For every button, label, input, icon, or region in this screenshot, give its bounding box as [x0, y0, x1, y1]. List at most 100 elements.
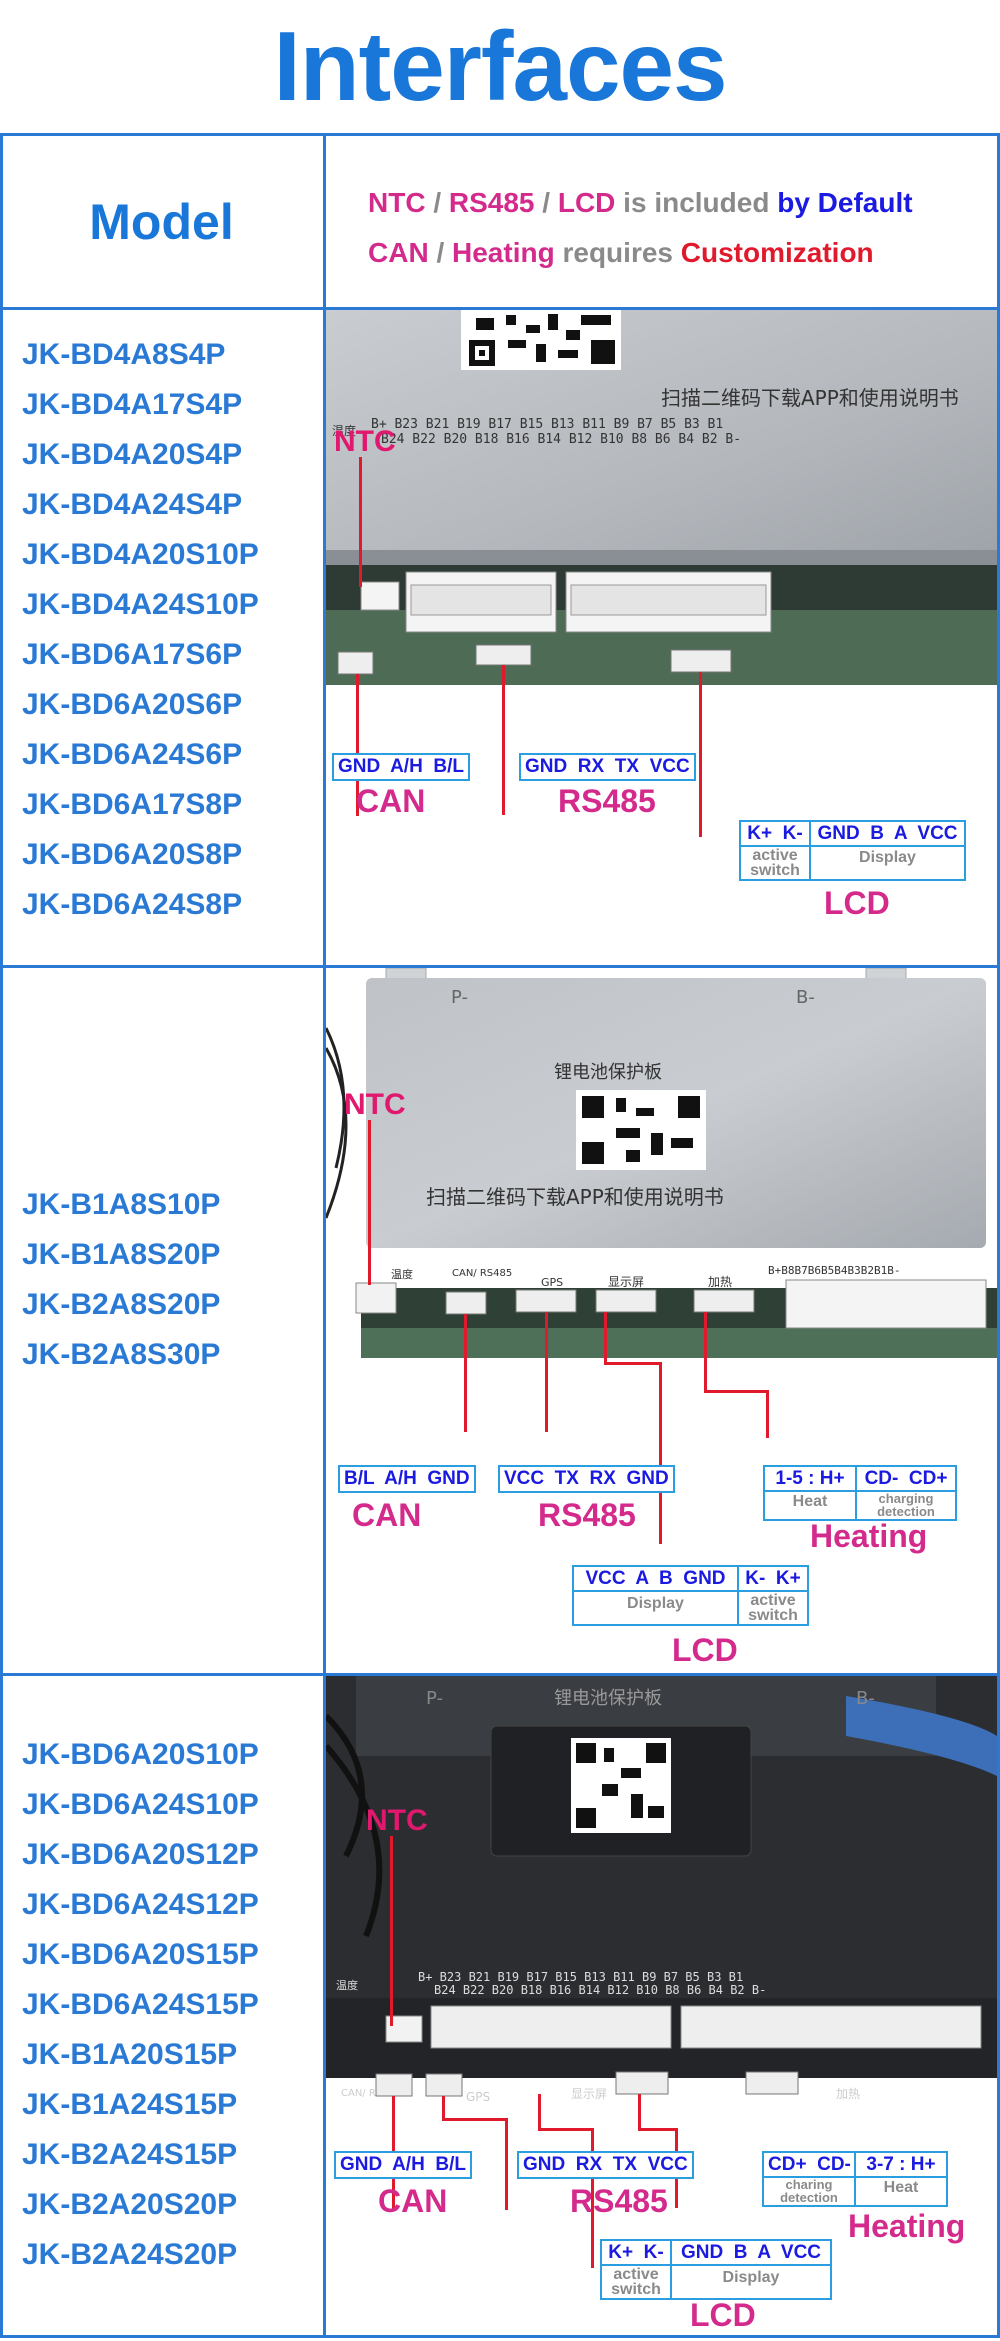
- b-minus-label: B-: [796, 987, 815, 1008]
- heating-pointer: [638, 2094, 641, 2130]
- board-pins-bottom: B24 B22 B20 B18 B16 B14 B12 B10 B8 B6 B4…: [434, 1983, 766, 1997]
- board-photo-3: P- B- 锂电池保护板 温度 B+ B23 B21 B19 B17 B15 B…: [326, 1676, 997, 2335]
- legend-customization: Customization: [680, 237, 874, 268]
- lcd-switch-sub: active: [752, 847, 798, 864]
- lcd-switch-sub: switch: [611, 2281, 661, 2298]
- board-temp-label: 温度: [391, 1267, 413, 1281]
- legend-text: is included: [615, 187, 778, 218]
- lcd-pointer: [538, 2128, 594, 2131]
- model-name: JK-BD6A24S10P: [22, 1788, 259, 1821]
- lcd-pointer: [699, 672, 702, 837]
- heat-cell: 1-5 : H+Heat: [765, 1467, 857, 1519]
- lcd-switch-sub: active: [750, 1592, 796, 1609]
- can-label: CAN: [352, 1497, 422, 1533]
- model-name: JK-B2A20S20P: [22, 2188, 238, 2221]
- ntc-connector: [360, 581, 400, 611]
- charge-sub: charing: [785, 2177, 833, 2192]
- aluminum-case: [326, 310, 997, 560]
- can-port: [445, 1291, 487, 1315]
- model-list-1: JK-BD4A8S4P JK-BD4A17S4P JK-BD4A20S4P JK…: [22, 330, 259, 930]
- b-minus-label: B-: [856, 1688, 875, 1709]
- qr-code: [571, 1738, 671, 1833]
- port-display-label: 显示屏: [608, 1275, 644, 1289]
- column-divider: [323, 133, 326, 2338]
- table-border-right: [997, 133, 1000, 2338]
- lcd-pointer: [538, 2094, 541, 2130]
- heating-pointer: [766, 1390, 769, 1438]
- legend-sep: /: [428, 237, 453, 268]
- lcd-switch-sub: switch: [748, 1607, 798, 1624]
- lcd-label: LCD: [824, 885, 890, 921]
- can-port: [337, 651, 374, 675]
- rs485-pinout-3: GND RX TX VCC: [517, 2151, 694, 2179]
- row-divider: [0, 965, 1000, 968]
- legend-line-default: NTC / RS485 / LCD is included by Default: [368, 178, 913, 228]
- model-name: JK-BD4A17S4P: [22, 388, 243, 421]
- model-name: JK-B1A8S10P: [22, 1188, 221, 1221]
- qr-code: [576, 1090, 706, 1170]
- ntc-pointer: [368, 1120, 371, 1285]
- bms-board-1: 扫描二维码下载APP和使用说明书 温度 B+ B23 B21 B19 B17 B…: [326, 310, 997, 685]
- model-name: JK-B2A8S20P: [22, 1288, 221, 1321]
- model-name: JK-BD6A17S8P: [22, 788, 243, 821]
- bms-board-2: P- B- 锂电池保护板 扫描二维码下载APP和使用说明书 温度 CAN/ RS…: [326, 968, 997, 1358]
- board-temp-label: 温度: [332, 423, 356, 438]
- lcd-display-sub: Display: [574, 1590, 737, 1615]
- model-name: JK-BD6A24S15P: [22, 1988, 259, 2021]
- lcd-pointer: [591, 2128, 594, 2268]
- row-divider: [0, 1673, 1000, 1676]
- balance-connector: [785, 1279, 987, 1329]
- table-border-left: [0, 133, 3, 2338]
- board-pins-bottom: B24 B22 B20 B18 B16 B14 B12 B10 B8 B6 B4…: [381, 432, 741, 447]
- lcd-pointer: [604, 1362, 662, 1365]
- ntc-label: NTC: [334, 425, 396, 458]
- heating-pointer: [638, 2128, 678, 2131]
- rs485-label: RS485: [538, 1497, 636, 1533]
- rs485-pointer: [502, 665, 505, 815]
- model-name: JK-B2A8S30P: [22, 1338, 221, 1371]
- p-minus-label: P-: [451, 987, 468, 1008]
- interfaces-table: [0, 133, 1000, 2341]
- legend-sep: /: [534, 187, 558, 218]
- lcd-switch-sub: switch: [750, 862, 800, 879]
- charge-sub: detection: [877, 1504, 935, 1519]
- board-temp-label: 温度: [336, 1978, 358, 1992]
- lcd-switch-pins: K+ K-: [608, 2242, 664, 2263]
- row-divider: [0, 2335, 1000, 2338]
- rs485-port: [475, 644, 532, 666]
- can-pinout-1: GND A/H B/L: [332, 753, 470, 781]
- board-title: 锂电池保护板: [554, 1688, 662, 1709]
- heat-pins: 3-7 : H+: [866, 2154, 936, 2175]
- heating-label: Heating: [810, 1518, 928, 1554]
- blue-cable: [846, 1696, 997, 1776]
- bms-board-3: P- B- 锂电池保护板 温度 B+ B23 B21 B19 B17 B15 B…: [326, 1676, 997, 2104]
- can-label: CAN: [378, 2183, 448, 2219]
- board-title: 锂电池保护板: [554, 1062, 662, 1083]
- port-heat-label: 加热: [836, 2087, 860, 2101]
- port-gps-label: GPS: [466, 2090, 490, 2104]
- rs485-pointer: [545, 1312, 548, 1432]
- rs485-pointer: [505, 2118, 508, 2210]
- lcd-display-pins: GND B A VCC: [817, 823, 958, 844]
- can-pins: GND A/H B/L: [338, 756, 464, 777]
- ntc-label: NTC: [344, 1088, 406, 1121]
- board-pins: B+B8B7B6B5B4B3B2B1B-: [768, 1264, 900, 1277]
- model-name: JK-BD4A8S4P: [22, 338, 226, 371]
- page-title: Interfaces: [273, 11, 727, 121]
- legend-can: CAN: [368, 237, 429, 268]
- heat-port: [745, 2071, 799, 2095]
- legend-line-custom: CAN / Heating requires Customization: [368, 228, 913, 278]
- legend-heating: Heating: [452, 237, 555, 268]
- rs485-port: [425, 2073, 463, 2097]
- lcd-pointer: [604, 1312, 607, 1364]
- model-name: JK-B1A24S15P: [22, 2088, 238, 2121]
